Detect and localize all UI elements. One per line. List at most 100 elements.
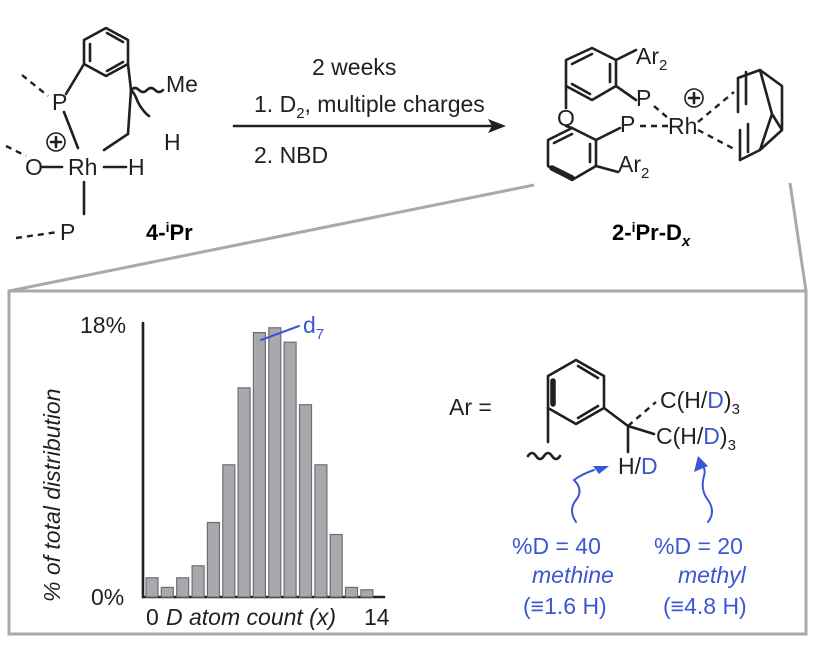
y-tick-max: 18% bbox=[80, 312, 126, 338]
bar-x-6 bbox=[237, 387, 251, 598]
y-tick-min: 0% bbox=[91, 584, 124, 610]
reactant-structure: P Rh H O P Me H 4-iPr bbox=[5, 26, 198, 245]
product-label: 2-iPr-Dx bbox=[612, 219, 691, 250]
methyl-equiv: (≡4.8 H) bbox=[663, 593, 747, 619]
bar-x-2 bbox=[176, 577, 190, 598]
cd3-bottom: C(H/D)3 bbox=[656, 423, 736, 454]
atom-me: Me bbox=[166, 71, 198, 97]
curly-arrow-head bbox=[593, 466, 609, 474]
dashed-stub bbox=[5, 144, 27, 158]
c-ar-bond bbox=[594, 164, 620, 174]
product-atom-p-bottom: P bbox=[620, 111, 635, 137]
hashed-bond bbox=[653, 105, 669, 119]
dashed-stub bbox=[15, 230, 59, 240]
product-atom-rh: Rh bbox=[668, 113, 697, 139]
condition-step-2: 2. NBD bbox=[254, 142, 328, 168]
ring-double-bond bbox=[576, 404, 600, 420]
o-bond-bottom bbox=[564, 124, 574, 130]
h-over-d: H/D bbox=[618, 453, 658, 479]
ch-cd3-bond bbox=[626, 424, 656, 436]
methine-name: methine bbox=[532, 562, 614, 588]
bar-x-5 bbox=[222, 464, 236, 598]
d7-annotation: d7 bbox=[303, 312, 324, 343]
bar-x-3 bbox=[191, 565, 205, 598]
x-tick-min: 0 bbox=[146, 604, 159, 630]
ar-definition: Ar = C(H/D)3 C(H/D)3 H/D %D = 40 methine… bbox=[449, 358, 747, 619]
reactant-benzene-ring bbox=[82, 26, 130, 78]
product-ar2-top: Ar2 bbox=[636, 43, 667, 74]
bar-x-4 bbox=[206, 521, 220, 598]
hashed-bond-nbd bbox=[697, 128, 737, 152]
ring-double-bond bbox=[105, 31, 125, 44]
zoom-line-right bbox=[788, 182, 808, 292]
bar-x-0 bbox=[145, 577, 159, 598]
c-p-bond bbox=[614, 84, 638, 102]
atom-h-rh: H bbox=[128, 154, 145, 180]
bar-x-13 bbox=[344, 586, 359, 598]
bar-x-12 bbox=[329, 533, 343, 598]
bar-series bbox=[145, 327, 374, 598]
bar-x-14 bbox=[360, 589, 374, 598]
product-ar2-bottom: Ar2 bbox=[618, 151, 649, 182]
bar-x-9 bbox=[283, 341, 297, 598]
plus-charge-icon bbox=[46, 132, 66, 152]
zoom-line-left bbox=[8, 183, 535, 293]
c-p-bond bbox=[64, 62, 86, 96]
ar-equals: Ar = bbox=[449, 394, 492, 420]
atom-o: O bbox=[25, 154, 43, 180]
curly-arrow-head bbox=[694, 456, 708, 472]
reaction-arrow: 2 weeks 1. D2, multiple charges 2. NBD bbox=[232, 54, 506, 168]
curly-arrow-methyl-icon bbox=[701, 463, 713, 523]
product-atom-p-top: P bbox=[636, 85, 651, 111]
c-c-bond bbox=[126, 88, 133, 136]
methyl-name: methyl bbox=[678, 562, 747, 588]
ar-benzene-ring bbox=[546, 358, 606, 426]
ring-double-bond bbox=[570, 52, 594, 66]
zoom-box bbox=[7, 289, 808, 636]
ring-double-bond bbox=[570, 82, 592, 96]
cd3-top: C(H/D)3 bbox=[660, 387, 740, 418]
x-tick-max: 14 bbox=[364, 604, 390, 630]
c-p-bond bbox=[594, 126, 622, 142]
bar-x-11 bbox=[314, 464, 328, 598]
methine-equiv: (≡1.6 H) bbox=[523, 593, 607, 619]
ring-double-bond bbox=[552, 132, 574, 145]
hashed-bond-cd3 bbox=[627, 401, 657, 427]
bar-x-7 bbox=[252, 332, 266, 598]
bar-x-1 bbox=[160, 586, 174, 598]
c-c-bond bbox=[126, 62, 133, 92]
ring-bold-bond bbox=[549, 165, 575, 181]
c-rh-bond bbox=[102, 132, 130, 152]
atom-h: H bbox=[164, 129, 181, 155]
y-axis-label: % of total distribution bbox=[39, 388, 65, 602]
wavy-bond bbox=[129, 86, 165, 94]
atom-p-top: P bbox=[52, 89, 67, 115]
ring-double-bond bbox=[576, 364, 600, 380]
arrow-head bbox=[488, 119, 506, 133]
histogram: 18% 0% % of total distribution 0 D atom … bbox=[39, 312, 390, 630]
product-plus-charge-icon bbox=[684, 88, 704, 108]
x-axis-label: D atom count (x) bbox=[166, 604, 336, 630]
ring-double-bond bbox=[105, 60, 125, 73]
curly-arrow-methine-icon bbox=[571, 469, 595, 523]
atom-rh: Rh bbox=[68, 154, 97, 180]
attachment-wavy-icon bbox=[526, 451, 562, 461]
methine-pct: %D = 40 bbox=[512, 533, 601, 559]
product-atom-o: O bbox=[557, 105, 575, 131]
dashed-stub bbox=[21, 74, 49, 97]
wavy-bond-2 bbox=[129, 88, 151, 118]
condition-step-1: 1. D2, multiple charges bbox=[254, 91, 485, 122]
d7-annotation-line bbox=[260, 325, 300, 341]
c-ar-bond bbox=[614, 48, 638, 62]
product-structure: O P P Ar2 Ar2 Rh 2-iPr-Dx bbox=[546, 43, 784, 250]
bar-x-10 bbox=[298, 404, 313, 598]
methyl-pct: %D = 20 bbox=[654, 533, 743, 559]
p-rh-bond bbox=[62, 110, 80, 150]
reactant-label: 4-iPr bbox=[146, 219, 193, 245]
condition-time: 2 weeks bbox=[312, 54, 396, 80]
nbd-ligand bbox=[736, 68, 784, 162]
bar-x-8 bbox=[268, 327, 282, 598]
ring-ch-bond bbox=[602, 406, 630, 428]
